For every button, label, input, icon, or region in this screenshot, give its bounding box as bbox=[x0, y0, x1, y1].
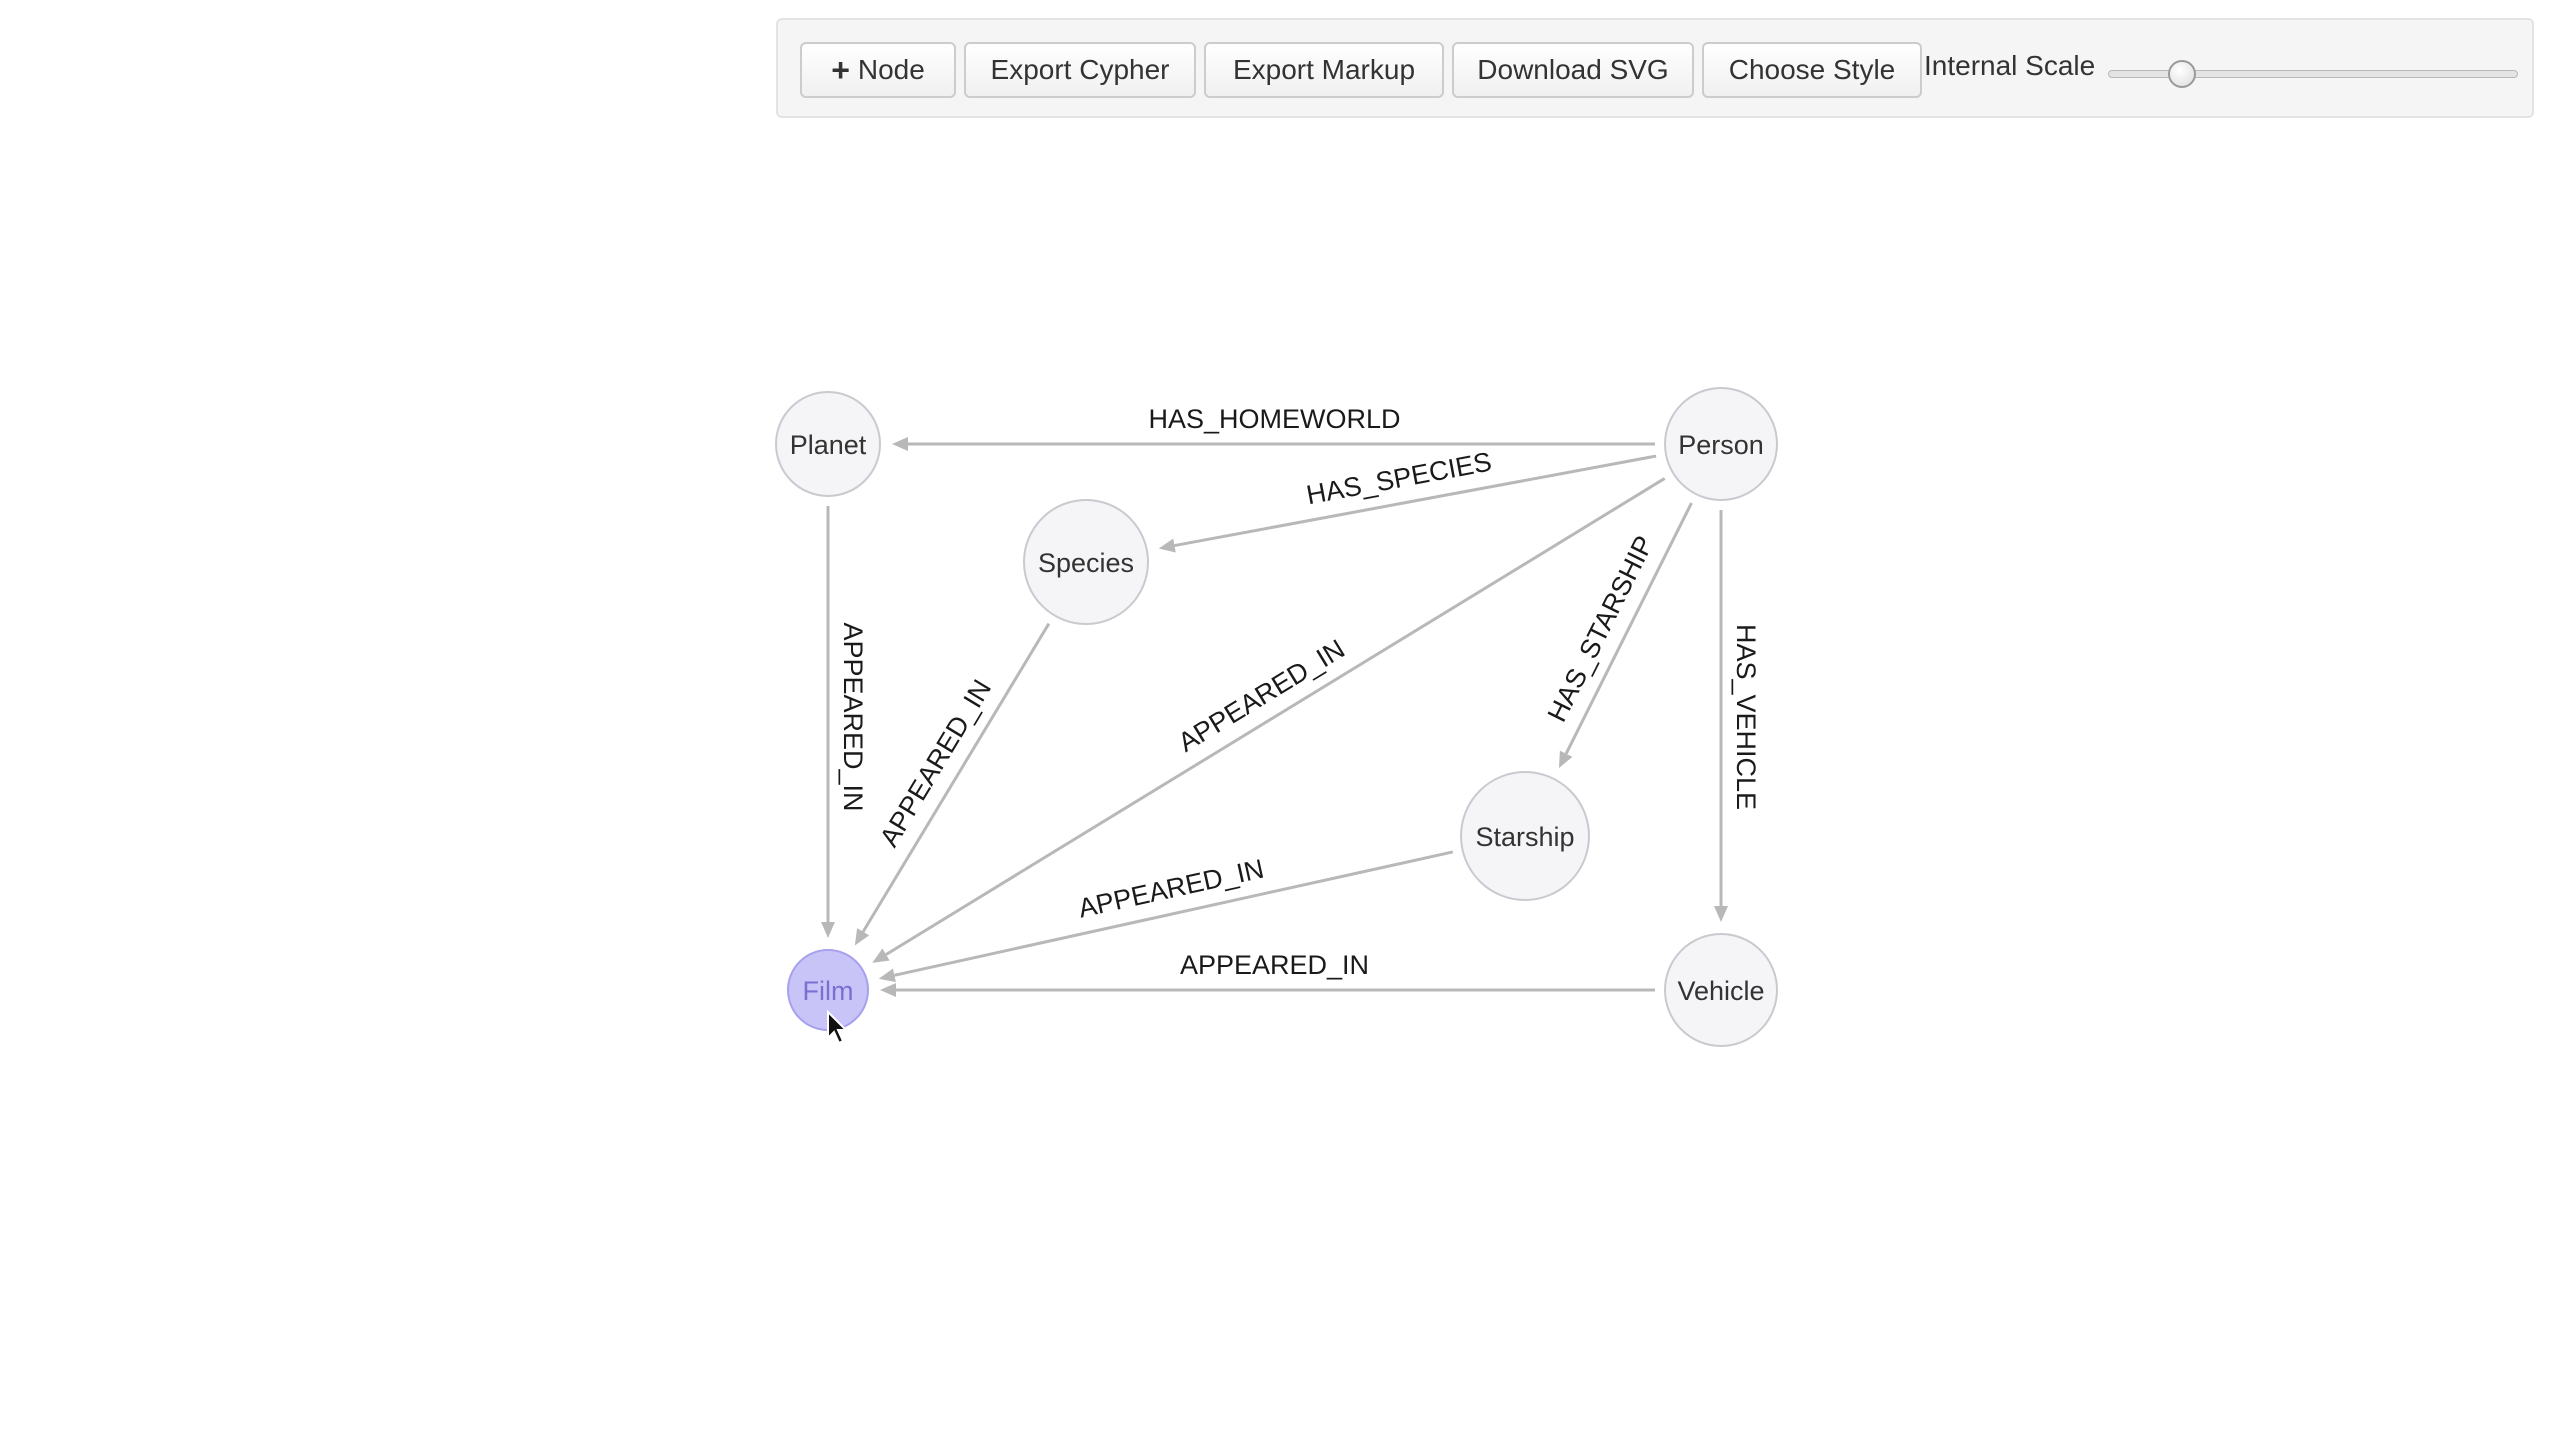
node-label: Person bbox=[1678, 430, 1764, 460]
edge-label: HAS_HOMEWORLD bbox=[1148, 404, 1400, 434]
edge-planet-film[interactable]: APPEARED_IN bbox=[821, 506, 868, 938]
edge-arrowhead bbox=[892, 437, 908, 451]
edge-arrowhead bbox=[821, 922, 835, 938]
edge-arrowhead bbox=[1158, 538, 1176, 553]
download-svg-button[interactable]: Download SVG bbox=[1452, 42, 1694, 98]
edge-line[interactable] bbox=[1564, 502, 1693, 755]
node-label: Film bbox=[803, 976, 854, 1006]
node-circle[interactable] bbox=[1460, 771, 1590, 901]
node-circle[interactable] bbox=[775, 391, 881, 497]
edge-arrowhead bbox=[1714, 906, 1728, 922]
edge-arrowhead bbox=[880, 983, 896, 997]
internal-scale-slider-thumb[interactable] bbox=[2167, 60, 2196, 88]
add-node-label: Node bbox=[857, 54, 925, 85]
edge-label: HAS_SPECIES bbox=[1304, 447, 1494, 511]
edge-person-species[interactable]: HAS_SPECIES bbox=[1158, 447, 1657, 553]
node-label: Starship bbox=[1475, 822, 1574, 852]
edge-label: APPEARED_IN bbox=[874, 674, 997, 851]
plus-icon: + bbox=[831, 52, 850, 88]
edge-label: APPEARED_IN bbox=[838, 622, 868, 811]
node-circle[interactable] bbox=[1023, 499, 1149, 625]
node-circle[interactable] bbox=[1664, 387, 1778, 501]
edge-line[interactable] bbox=[1174, 454, 1657, 548]
edge-label: HAS_VEHICLE bbox=[1731, 624, 1761, 810]
edge-arrowhead bbox=[878, 968, 896, 983]
edge-arrowhead bbox=[1558, 750, 1573, 769]
edge-label: APPEARED_IN bbox=[1180, 950, 1369, 980]
edge-person-starship[interactable]: HAS_STARSHIP bbox=[1542, 502, 1693, 769]
node-label: Vehicle bbox=[1677, 976, 1764, 1006]
export-markup-button[interactable]: Export Markup bbox=[1204, 42, 1444, 98]
node-vehicle[interactable]: Vehicle bbox=[1664, 933, 1778, 1047]
edge-label: APPEARED_IN bbox=[1173, 634, 1350, 758]
choose-style-button[interactable]: Choose Style bbox=[1702, 42, 1922, 98]
edge-person-vehicle[interactable]: HAS_VEHICLE bbox=[1714, 510, 1761, 922]
add-node-button[interactable]: +Node bbox=[800, 42, 956, 98]
node-label: Species bbox=[1038, 548, 1134, 578]
node-label: Planet bbox=[790, 430, 867, 460]
node-species[interactable]: Species bbox=[1023, 499, 1149, 625]
edges-layer: HAS_HOMEWORLD HAS_SPECIES APPEARED_IN HAS_S… bbox=[821, 404, 1761, 997]
edge-species-film[interactable]: APPEARED_IN bbox=[854, 622, 1051, 946]
toolbar: +Node Export Cypher Export Markup Downlo… bbox=[776, 18, 2534, 118]
edge-arrowhead bbox=[854, 928, 870, 946]
edge-person-planet[interactable]: HAS_HOMEWORLD bbox=[892, 404, 1655, 451]
edge-vehicle-film[interactable]: APPEARED_IN bbox=[880, 950, 1655, 997]
edge-arrowhead bbox=[872, 948, 890, 963]
node-starship[interactable]: Starship bbox=[1460, 771, 1590, 901]
node-person[interactable]: Person bbox=[1664, 387, 1778, 501]
mouse-pointer-icon bbox=[827, 1010, 849, 1045]
edge-line[interactable] bbox=[894, 850, 1454, 977]
edge-line[interactable] bbox=[861, 622, 1051, 933]
node-circle[interactable] bbox=[1664, 933, 1778, 1047]
internal-scale-slider[interactable] bbox=[2108, 70, 2518, 78]
export-cypher-button[interactable]: Export Cypher bbox=[964, 42, 1196, 98]
edge-label: HAS_STARSHIP bbox=[1542, 531, 1660, 726]
node-planet[interactable]: Planet bbox=[775, 391, 881, 497]
internal-scale-label: Internal Scale bbox=[1924, 50, 2096, 81]
edge-line[interactable] bbox=[885, 477, 1666, 956]
